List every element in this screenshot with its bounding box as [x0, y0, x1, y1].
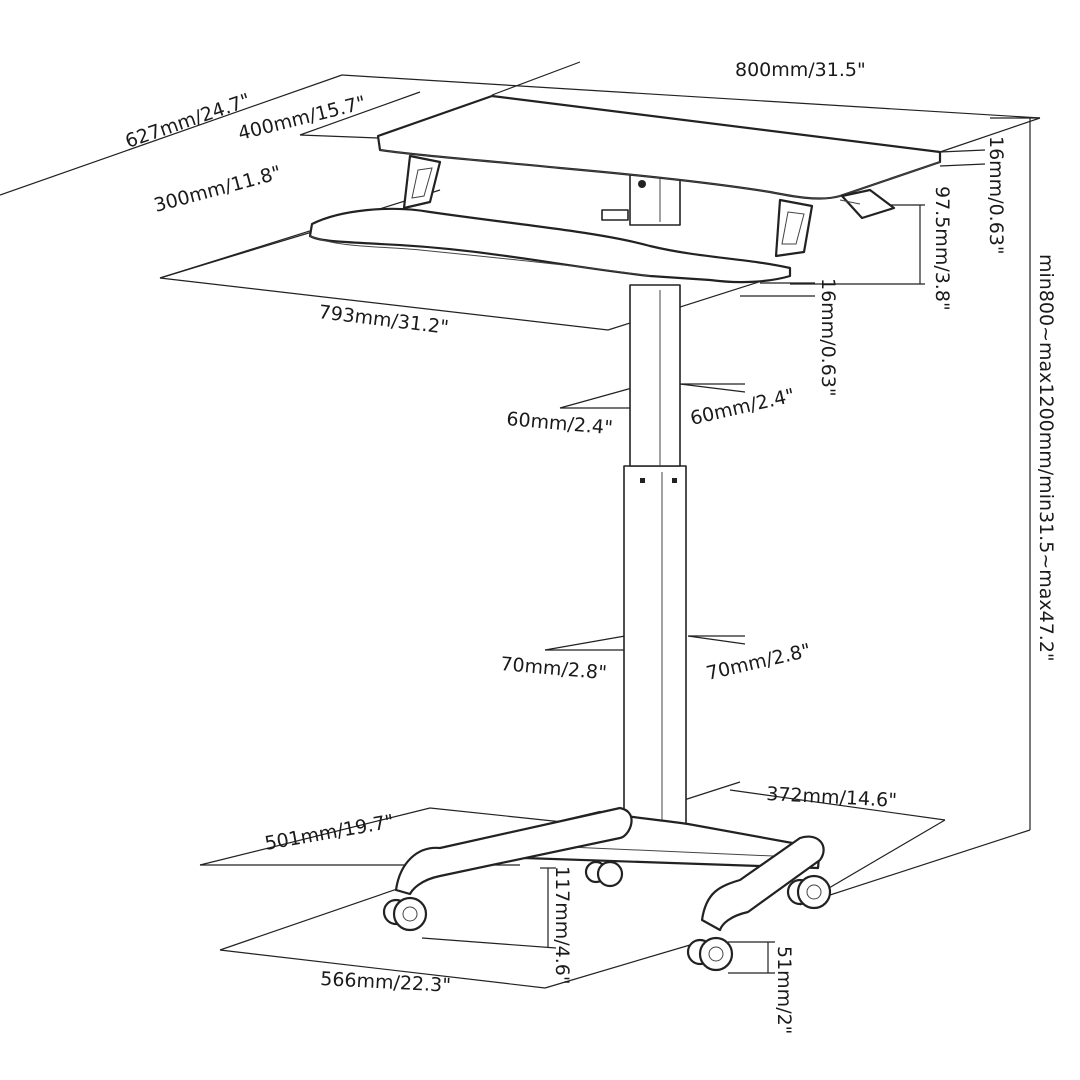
label-base-clearance: 117mm/4.6": [551, 866, 573, 985]
base-foot-left: [394, 806, 633, 896]
label-top-depth: 627mm/24.7": [122, 89, 253, 152]
label-top-width: 800mm/31.5": [735, 59, 866, 81]
label-caster-height: 51mm/2": [773, 946, 795, 1034]
label-lower-col-right: 70mm/2.8": [704, 639, 813, 684]
label-base-depth: 501mm/19.7": [263, 811, 396, 855]
caster-back-left: [584, 860, 624, 888]
upper-bracket-right: [774, 198, 814, 258]
label-lower-width: 793mm/31.2": [317, 301, 449, 339]
keyboard-tray: [308, 207, 792, 284]
base-foot-right: [700, 835, 825, 932]
height-lever: [840, 188, 896, 220]
label-upper-col-left: 60mm/2.4": [506, 408, 614, 439]
lower-column: [623, 465, 687, 851]
caster-back-right: [786, 874, 832, 910]
label-base-width: 566mm/22.3": [320, 968, 452, 997]
label-lower-thickness: 16mm/0.63": [817, 278, 839, 397]
label-total-height: min800~max1200mm/min31.5~max47.2": [1035, 254, 1057, 662]
label-lower-depth: 300mm/11.8": [152, 162, 284, 217]
label-tier-gap: 97.5mm/3.8": [931, 186, 953, 311]
upper-bracket-left: [402, 154, 442, 210]
desk-drawing: [308, 94, 942, 972]
caster-front-left: [382, 896, 428, 932]
label-top-thickness: 16mm/0.63": [985, 136, 1007, 255]
upper-column: [629, 284, 681, 467]
caster-front-right: [686, 936, 734, 972]
label-lower-col-left: 70mm/2.8": [500, 653, 608, 684]
label-base-right: 372mm/14.6": [766, 783, 898, 812]
